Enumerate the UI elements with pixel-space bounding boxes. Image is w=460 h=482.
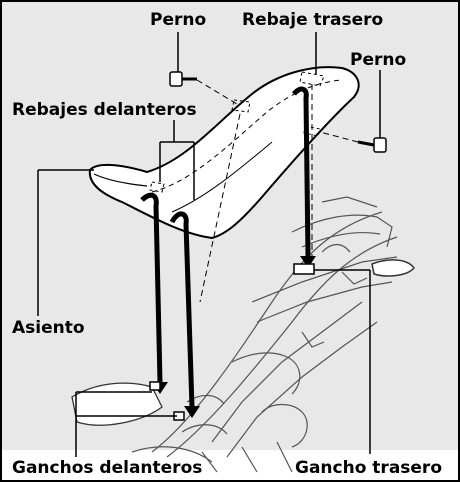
front-hook-left [149,381,161,391]
leader-lines [37,32,381,457]
front-hook-arrow-right [169,211,195,408]
bolt-top [169,71,197,87]
guide-lines [196,79,359,303]
label-rebaje-trasero: Rebaje trasero [242,10,384,30]
label-gancho-trasero: Gancho trasero [295,458,442,478]
seat-seam [171,141,273,213]
label-rebajes-delanteros: Rebajes delanteros [12,100,197,120]
motorcycle-frame [131,196,398,473]
front-cover [71,382,163,426]
label-perno-top: Perno [150,10,207,30]
seat-inner-line [151,79,343,193]
label-asiento: Asiento [12,318,85,338]
rear-hook-arrow [292,86,311,258]
label-ganchos-delanteros: Ganchos delanteros [12,458,203,478]
seat-front-tip [93,173,148,187]
rear-hook [293,263,315,275]
caption-band [2,450,458,480]
rear-fender [371,259,415,277]
front-hook-arrow-left [140,192,163,383]
seat-recess-marks [149,71,325,193]
seat-shape [88,66,360,240]
label-perno-right: Perno [350,50,407,70]
bolt-right [357,137,387,153]
